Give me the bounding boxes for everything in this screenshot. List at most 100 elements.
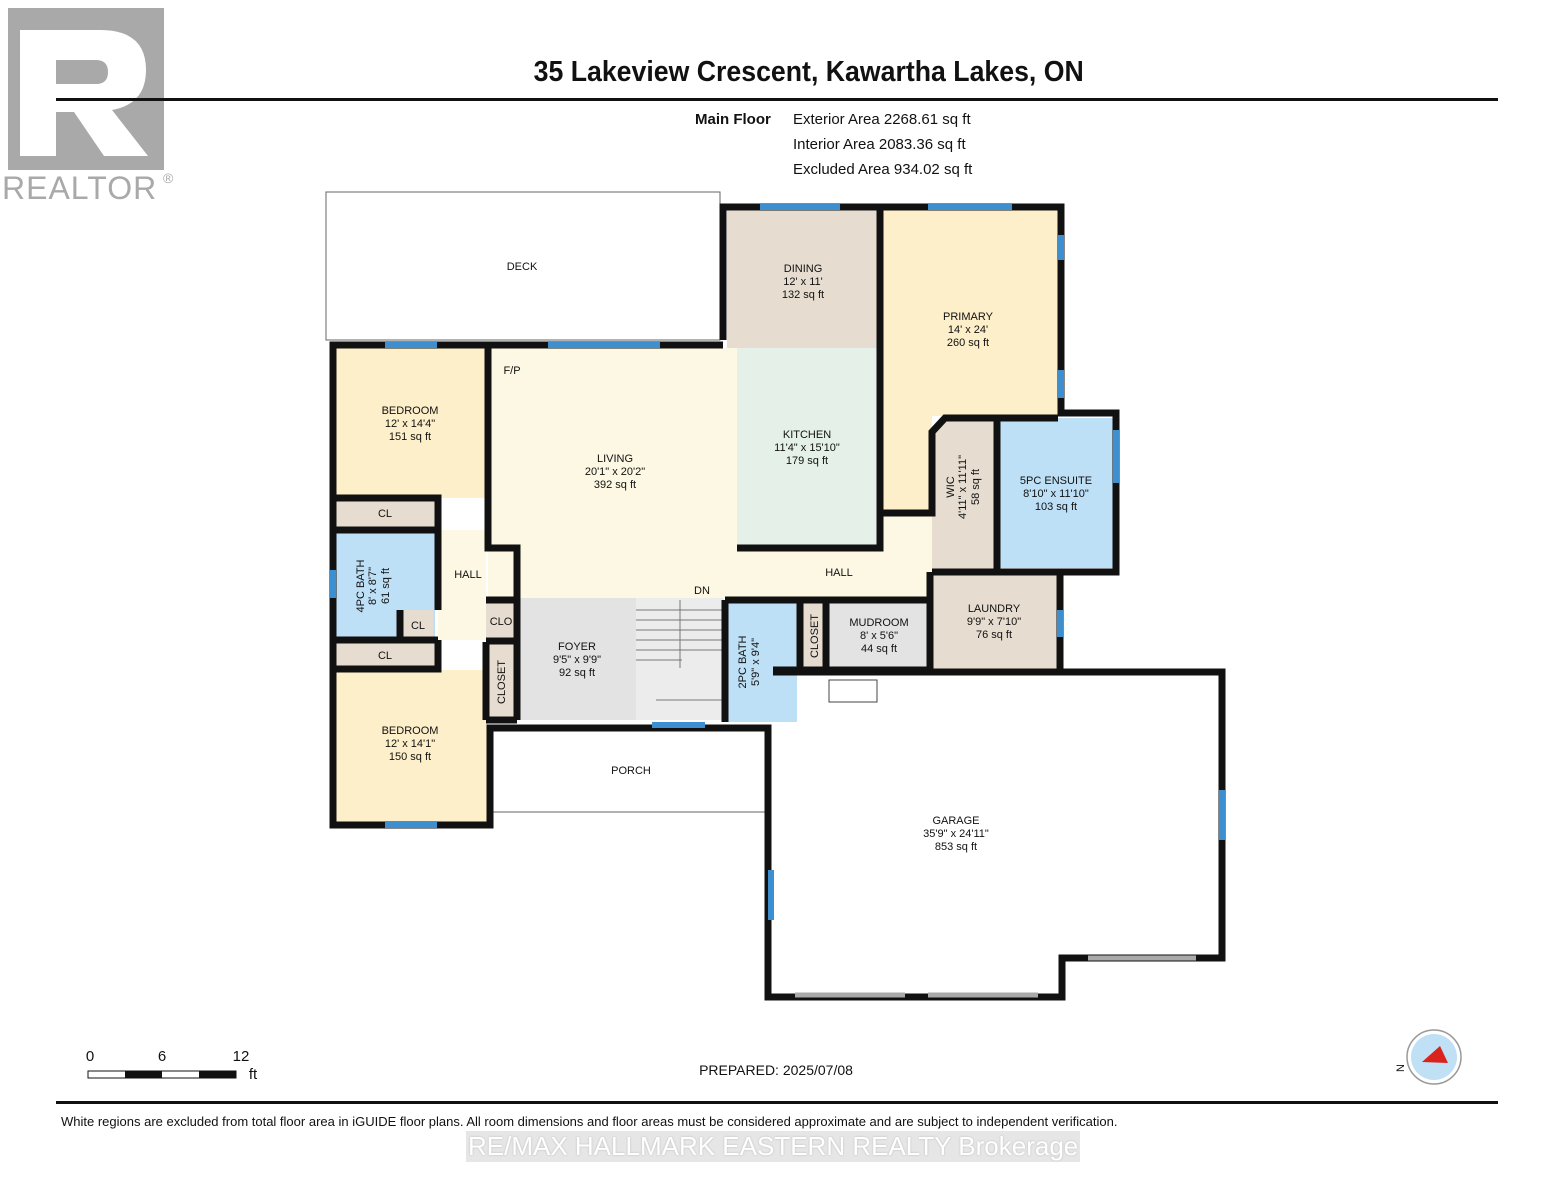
laundry-room <box>933 573 1057 670</box>
page-title: 35 Lakeview Crescent, Kawartha Lakes, ON <box>62 56 1491 89</box>
living-and-hall <box>488 348 932 598</box>
bath-2-dims: 5'9" x 9'4" <box>750 638 762 686</box>
small-hall <box>438 530 486 640</box>
bedroom-2-label: BEDROOM <box>382 725 439 737</box>
wic-area: 58 sq ft <box>970 469 982 505</box>
bath-closet <box>400 610 433 640</box>
clo-label: CLO <box>490 616 513 628</box>
laundry-area: 76 sq ft <box>976 629 1012 641</box>
mudroom-dims: 8' x 5'6" <box>860 630 898 642</box>
primary-label: PRIMARY <box>943 311 994 323</box>
realtor-r-mark <box>8 8 164 170</box>
mudroom-label: MUDROOM <box>849 617 908 629</box>
bath-4-label: 4PC BATH <box>355 559 367 612</box>
realtor-logo <box>8 8 164 170</box>
foyer-closet <box>486 643 516 720</box>
two-piece-bath <box>725 600 797 722</box>
garage-steps <box>828 679 878 703</box>
living-area: 392 sq ft <box>594 479 636 491</box>
realtor-wordmark: REALTOR <box>2 170 158 206</box>
primary-area: 260 sq ft <box>947 337 989 349</box>
compass-north-label: N <box>1395 1064 1407 1072</box>
bedroom-2-area: 150 sq ft <box>389 751 431 763</box>
hall-small-label: HALL <box>454 569 482 581</box>
wic-room <box>932 418 997 570</box>
interior-area: Interior Area 2083.36 sq ft <box>793 136 966 153</box>
stairs-down-label: DN <box>694 585 710 597</box>
primary-dims: 14' x 24' <box>948 324 988 336</box>
scale-tick-0: 0 <box>86 1048 94 1065</box>
bedroom-2-dims: 12' x 14'1" <box>385 738 435 750</box>
registered-mark: ® <box>163 170 174 186</box>
kitchen-dims: 11'4" x 15'10" <box>774 442 840 454</box>
garage-doors <box>795 955 1196 998</box>
clo-closet <box>486 600 516 640</box>
floor-label: Main Floor <box>695 111 771 128</box>
ensuite-label: 5PC ENSUITE <box>1020 475 1092 487</box>
title-text: 35 Lakeview Crescent, Kawartha Lakes, ON <box>533 56 1084 88</box>
disclaimer: White regions are excluded from total fl… <box>61 1114 1118 1129</box>
wic-label: WIC <box>945 476 957 497</box>
bedroom-1-area: 151 sq ft <box>389 431 431 443</box>
bedroom-1-closet <box>333 500 438 527</box>
deck-label: DECK <box>507 261 538 273</box>
stair-treads <box>636 600 722 701</box>
bath-2-label: 2PC BATH <box>737 635 749 688</box>
garage-label: GARAGE <box>932 815 979 827</box>
living-label: LIVING <box>597 453 633 465</box>
foyer-label: FOYER <box>558 641 596 653</box>
laundry-label: LAUNDRY <box>968 603 1021 615</box>
bath-4-area: 61 sq ft <box>380 568 392 604</box>
foyer-dims: 9'5" x 9'9" <box>553 654 601 666</box>
garage-region <box>773 672 1222 995</box>
footer-divider <box>56 1101 1498 1104</box>
bedroom-2 <box>333 670 488 825</box>
ensuite-dims: 8'10" x 11'10" <box>1023 488 1089 500</box>
scale-tick-12: 12 <box>233 1048 250 1065</box>
scale-bar: 0 6 12 ft <box>86 1048 258 1083</box>
hall-main-label: HALL <box>825 567 853 579</box>
garage-area: 853 sq ft <box>935 841 977 853</box>
mudroom-closet-label: CLOSET <box>809 614 821 658</box>
windows <box>330 204 1225 920</box>
kitchen-label: KITCHEN <box>783 429 831 441</box>
dining-room <box>727 210 879 348</box>
scale-unit: ft <box>249 1066 258 1083</box>
scale-tick-6: 6 <box>158 1048 166 1065</box>
brokerage-watermark: RE/MAX HALLMARK EASTERN REALTY Brokerage <box>466 1131 1081 1162</box>
cl-3-label: CL <box>378 650 392 662</box>
living-dims: 20'1" x 20'2" <box>585 466 645 478</box>
foyer-area: 92 sq ft <box>559 667 595 679</box>
mudroom-room <box>828 600 932 670</box>
foyer-room <box>517 598 636 720</box>
dining-area: 132 sq ft <box>782 289 824 301</box>
compass: N <box>1395 1029 1462 1085</box>
bedroom-1 <box>333 348 486 498</box>
dining-dims: 12' x 11' <box>783 276 822 288</box>
bedroom-1-dims: 12' x 14'4" <box>385 418 435 430</box>
prepared-date: PREPARED: 2025/07/08 <box>699 1062 853 1078</box>
ensuite-area: 103 sq ft <box>1035 501 1077 513</box>
kitchen-room <box>737 348 880 548</box>
header-divider <box>56 98 1498 101</box>
bath-4-dims: 8' x 8'7" <box>367 567 379 605</box>
garage-dims: 35'9" x 24'11" <box>923 828 989 840</box>
fireplace-label: F/P <box>503 365 520 377</box>
kitchen-area: 179 sq ft <box>786 455 828 467</box>
ensuite-room <box>1000 418 1113 568</box>
bedroom-1-label: BEDROOM <box>382 405 439 417</box>
exterior-area: Exterior Area 2268.61 sq ft <box>793 111 971 128</box>
cl-1-label: CL <box>378 508 392 520</box>
cl-2-label: CL <box>411 620 425 632</box>
compass-north-arrow <box>1422 1046 1448 1063</box>
primary-room <box>880 210 1058 515</box>
porch-label: PORCH <box>611 765 651 777</box>
excluded-area: Excluded Area 934.02 sq ft <box>793 161 973 178</box>
mudroom-area: 44 sq ft <box>861 643 897 655</box>
wic-dims: 4'11" x 11'11" <box>957 455 969 519</box>
dining-label: DINING <box>784 263 823 275</box>
bedroom-2-closet <box>333 642 435 667</box>
foyer-closet-label: CLOSET <box>496 660 508 704</box>
laundry-dims: 9'9" x 7'10" <box>967 616 1021 628</box>
